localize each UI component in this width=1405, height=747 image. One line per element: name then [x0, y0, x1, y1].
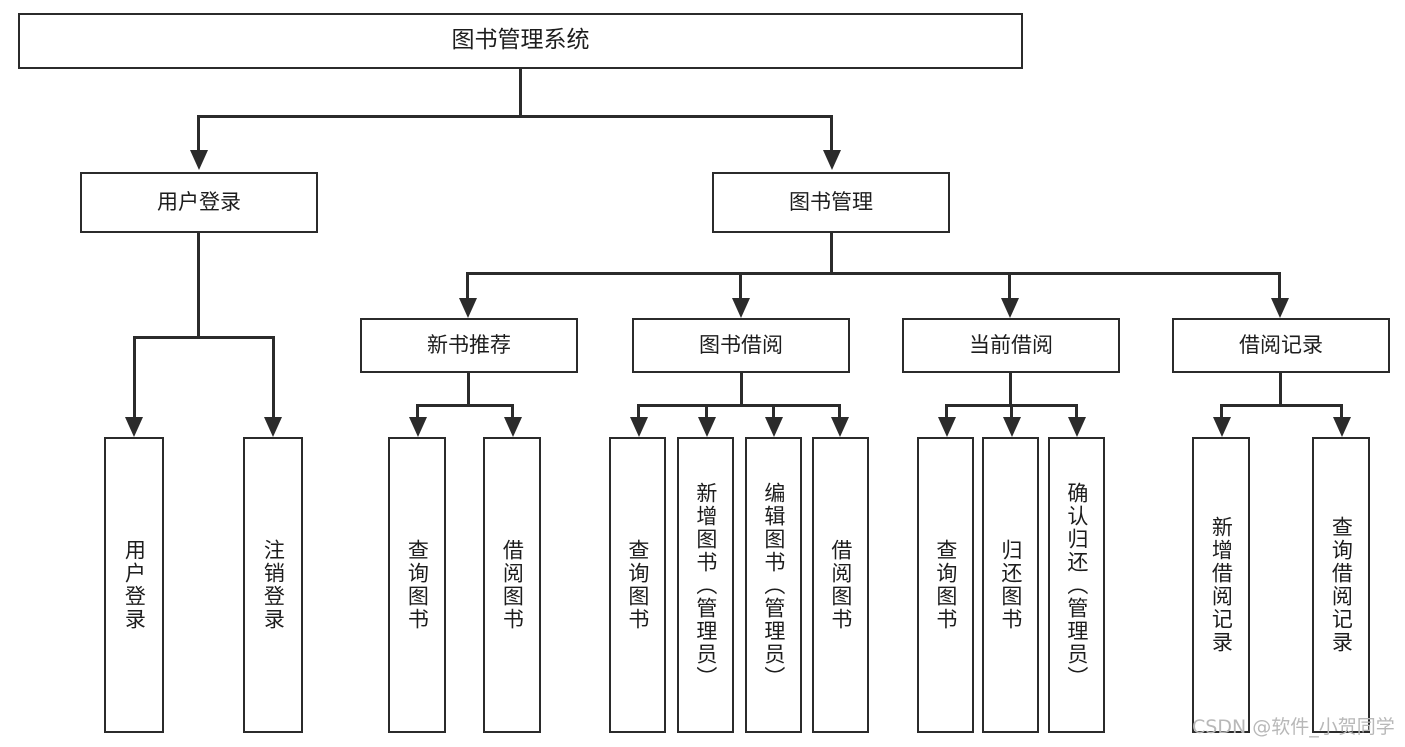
node-leaf-user-login-label: 用户登录 [122, 539, 147, 631]
edge-br-b2 [1340, 404, 1343, 417]
arrow-leaf-return-book [1003, 417, 1021, 437]
arrow-leaf-query-book-1 [409, 417, 427, 437]
node-leaf-borrow-book-2[interactable]: 借阅图书 [812, 437, 869, 733]
node-leaf-return-book[interactable]: 归还图书 [982, 437, 1039, 733]
edge-bb-b3 [772, 404, 775, 417]
edge-user-login-bus [133, 336, 275, 339]
node-leaf-add-record-label: 新增借阅记录 [1209, 516, 1234, 654]
edge-nbr-b1 [416, 404, 419, 417]
node-leaf-borrow-book-1-label: 借阅图书 [500, 539, 525, 631]
node-book-manage[interactable]: 图书管理 [712, 172, 950, 233]
node-leaf-return-book-label: 归还图书 [998, 539, 1023, 631]
edge-level2-bus [466, 272, 1280, 275]
node-leaf-add-book-label: 新增图书（管理员） [693, 481, 718, 689]
arrow-leaf-add-record [1213, 417, 1231, 437]
edge-to-book-manage [830, 115, 833, 150]
node-leaf-edit-book-label: 编辑图书（管理员） [761, 481, 786, 689]
edge-borrow-record-stem [1279, 373, 1282, 406]
edge-to-book-borrow [739, 272, 742, 298]
edge-book-manage-stem [830, 233, 833, 274]
node-current-borrow[interactable]: 当前借阅 [902, 318, 1120, 373]
node-borrow-record-label: 借阅记录 [1239, 333, 1323, 358]
arrow-leaf-borrow-book-1 [504, 417, 522, 437]
node-leaf-edit-book[interactable]: 编辑图书（管理员） [745, 437, 802, 733]
edge-borrow-record-bus [1220, 404, 1342, 407]
arrow-current-borrow [1001, 298, 1019, 318]
node-leaf-query-book-2[interactable]: 查询图书 [609, 437, 666, 733]
edge-to-new-book-rec [466, 272, 469, 298]
arrow-leaf-query-book-3 [938, 417, 956, 437]
node-leaf-query-book-3-label: 查询图书 [933, 539, 958, 631]
node-leaf-add-book[interactable]: 新增图书（管理员） [677, 437, 734, 733]
arrow-book-manage [823, 150, 841, 170]
node-leaf-query-book-1-label: 查询图书 [405, 539, 430, 631]
edge-user-login-stem [197, 233, 200, 336]
edge-cb-b1 [945, 404, 948, 417]
edge-nbr-b2 [511, 404, 514, 417]
node-leaf-borrow-book-1[interactable]: 借阅图书 [483, 437, 541, 733]
arrow-user-login [190, 150, 208, 170]
node-current-borrow-label: 当前借阅 [969, 333, 1053, 358]
node-leaf-user-login[interactable]: 用户登录 [104, 437, 164, 733]
arrow-leaf-confirm-return [1068, 417, 1086, 437]
node-new-book-rec[interactable]: 新书推荐 [360, 318, 578, 373]
arrow-leaf-user-logout [264, 417, 282, 437]
edge-to-borrow-record [1278, 272, 1281, 298]
node-leaf-query-book-1[interactable]: 查询图书 [388, 437, 446, 733]
edge-to-current-borrow [1008, 272, 1011, 298]
node-leaf-query-record[interactable]: 查询借阅记录 [1312, 437, 1370, 733]
edge-cb-b2 [1010, 404, 1013, 417]
edge-root-stem [519, 69, 522, 117]
edge-to-user-login [197, 115, 200, 150]
node-leaf-confirm-return[interactable]: 确认归还（管理员） [1048, 437, 1105, 733]
node-book-manage-label: 图书管理 [789, 190, 873, 215]
arrow-leaf-edit-book [765, 417, 783, 437]
arrow-book-borrow [732, 298, 750, 318]
arrow-leaf-add-book [698, 417, 716, 437]
node-leaf-user-logout-label: 注销登录 [261, 539, 286, 631]
node-new-book-rec-label: 新书推荐 [427, 333, 511, 358]
edge-book-borrow-stem [740, 373, 743, 406]
node-leaf-add-record[interactable]: 新增借阅记录 [1192, 437, 1250, 733]
arrow-leaf-query-book-2 [630, 417, 648, 437]
node-book-borrow-label: 图书借阅 [699, 333, 783, 358]
node-leaf-user-logout[interactable]: 注销登录 [243, 437, 303, 733]
arrow-new-book-rec [459, 298, 477, 318]
node-root-label: 图书管理系统 [451, 27, 590, 54]
node-borrow-record[interactable]: 借阅记录 [1172, 318, 1390, 373]
edge-new-book-rec-bus [416, 404, 513, 407]
node-leaf-query-book-3[interactable]: 查询图书 [917, 437, 974, 733]
node-leaf-query-book-2-label: 查询图书 [625, 539, 650, 631]
edge-bb-b2 [705, 404, 708, 417]
edge-current-borrow-stem [1009, 373, 1012, 406]
node-user-login[interactable]: 用户登录 [80, 172, 318, 233]
edge-user-login-b2 [272, 336, 275, 417]
arrow-borrow-record [1271, 298, 1289, 318]
edge-cb-b3 [1075, 404, 1078, 417]
node-leaf-borrow-book-2-label: 借阅图书 [828, 539, 853, 631]
edge-book-borrow-bus [637, 404, 841, 407]
edge-bb-b4 [838, 404, 841, 417]
edge-level1-bus [197, 115, 833, 118]
edge-bb-b1 [637, 404, 640, 417]
edge-user-login-b1 [133, 336, 136, 417]
node-root[interactable]: 图书管理系统 [18, 13, 1023, 69]
node-user-login-label: 用户登录 [157, 190, 241, 215]
edge-new-book-rec-stem [467, 373, 470, 406]
arrow-leaf-user-login [125, 417, 143, 437]
arrow-leaf-query-record [1333, 417, 1351, 437]
arrow-leaf-borrow-book-2 [831, 417, 849, 437]
node-leaf-query-record-label: 查询借阅记录 [1329, 516, 1354, 654]
edge-br-b1 [1220, 404, 1223, 417]
node-leaf-confirm-return-label: 确认归还（管理员） [1064, 481, 1089, 689]
node-book-borrow[interactable]: 图书借阅 [632, 318, 850, 373]
